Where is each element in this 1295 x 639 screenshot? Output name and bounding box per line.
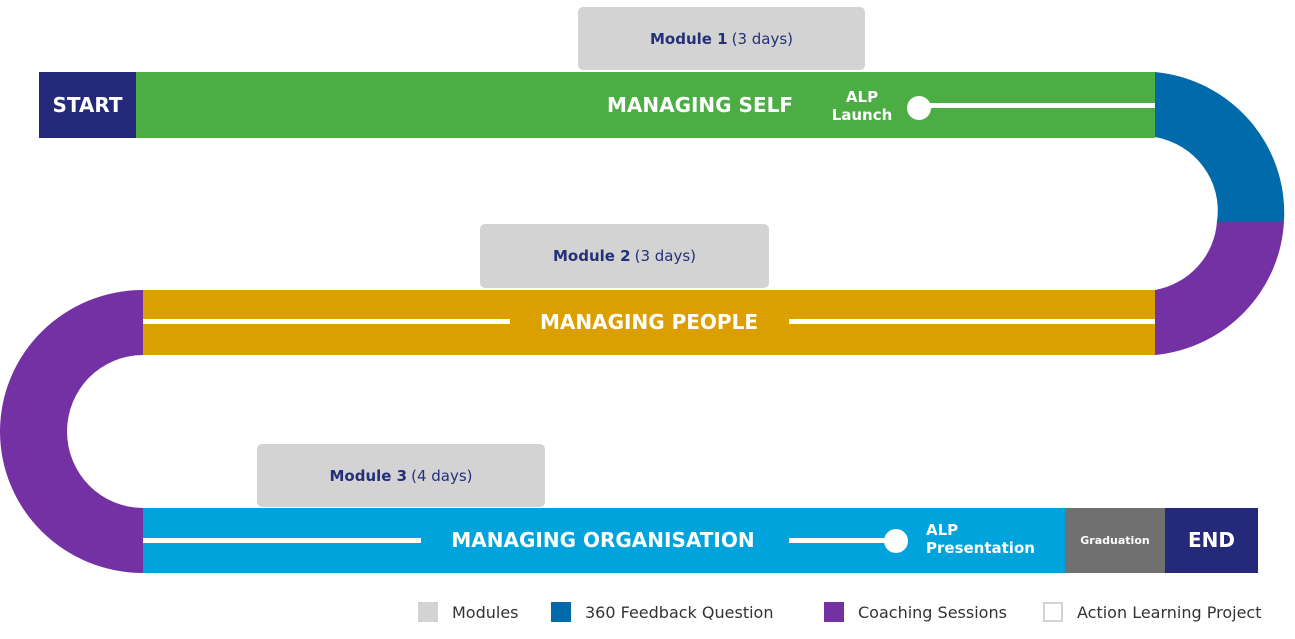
- module-1-tab: Module 1(3 days): [578, 7, 865, 70]
- curve-coaching-right: [1155, 221, 1284, 355]
- track-label-managing-self: MANAGING SELF: [606, 93, 794, 117]
- curve-coaching-left: [0, 290, 143, 573]
- alp-line-row2-right: [789, 319, 1155, 324]
- legend-label: Action Learning Project: [1077, 602, 1262, 622]
- alp-presentation-dot: [884, 529, 908, 553]
- legend-action-learning: Action Learning Project: [1043, 602, 1261, 622]
- alp-line-row2-left: [143, 319, 510, 324]
- track-label-managing-people: MANAGING PEOPLE: [540, 310, 758, 334]
- legend-label: Modules: [452, 602, 519, 622]
- alp-line-row3-left: [143, 538, 421, 543]
- module-2-tab: Module 2(3 days): [480, 224, 769, 288]
- alp-line-row1: [920, 103, 1155, 108]
- graduation-label: Graduation: [1080, 534, 1150, 547]
- legend-360-feedback: 360 Feedback Question: [551, 602, 773, 622]
- legend-label: 360 Feedback Question: [585, 602, 774, 622]
- track-label-managing-organisation: MANAGING ORGANISATION: [451, 528, 755, 552]
- curve-360-feedback: [1155, 72, 1285, 221]
- square-swatch-icon: [418, 602, 438, 622]
- square-swatch-icon: [551, 602, 571, 622]
- legend-coaching: Coaching Sessions: [824, 602, 1007, 622]
- square-outline-swatch-icon: [1043, 602, 1063, 622]
- end-label: END: [1187, 528, 1235, 552]
- alp-line-row3-right: [789, 538, 895, 543]
- start-block: [39, 72, 136, 138]
- legend-label: Coaching Sessions: [858, 602, 1007, 622]
- legend-modules: Modules: [418, 602, 519, 622]
- start-label: START: [52, 93, 123, 117]
- end-block: [1165, 508, 1258, 573]
- alp-launch-dot: [907, 96, 931, 120]
- module-3-tab: Module 3(4 days): [257, 444, 545, 507]
- graduation-block: [1065, 508, 1165, 573]
- square-swatch-icon: [824, 602, 844, 622]
